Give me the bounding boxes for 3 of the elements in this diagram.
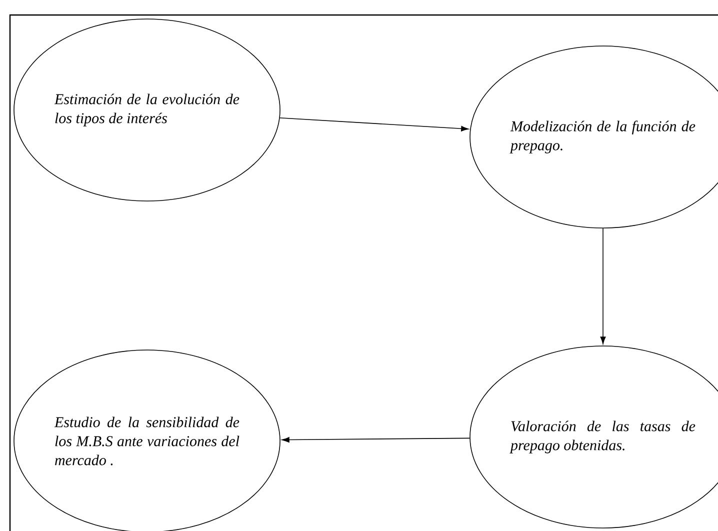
arrow [600,228,606,344]
arrow [282,437,470,442]
arrow [280,117,469,132]
